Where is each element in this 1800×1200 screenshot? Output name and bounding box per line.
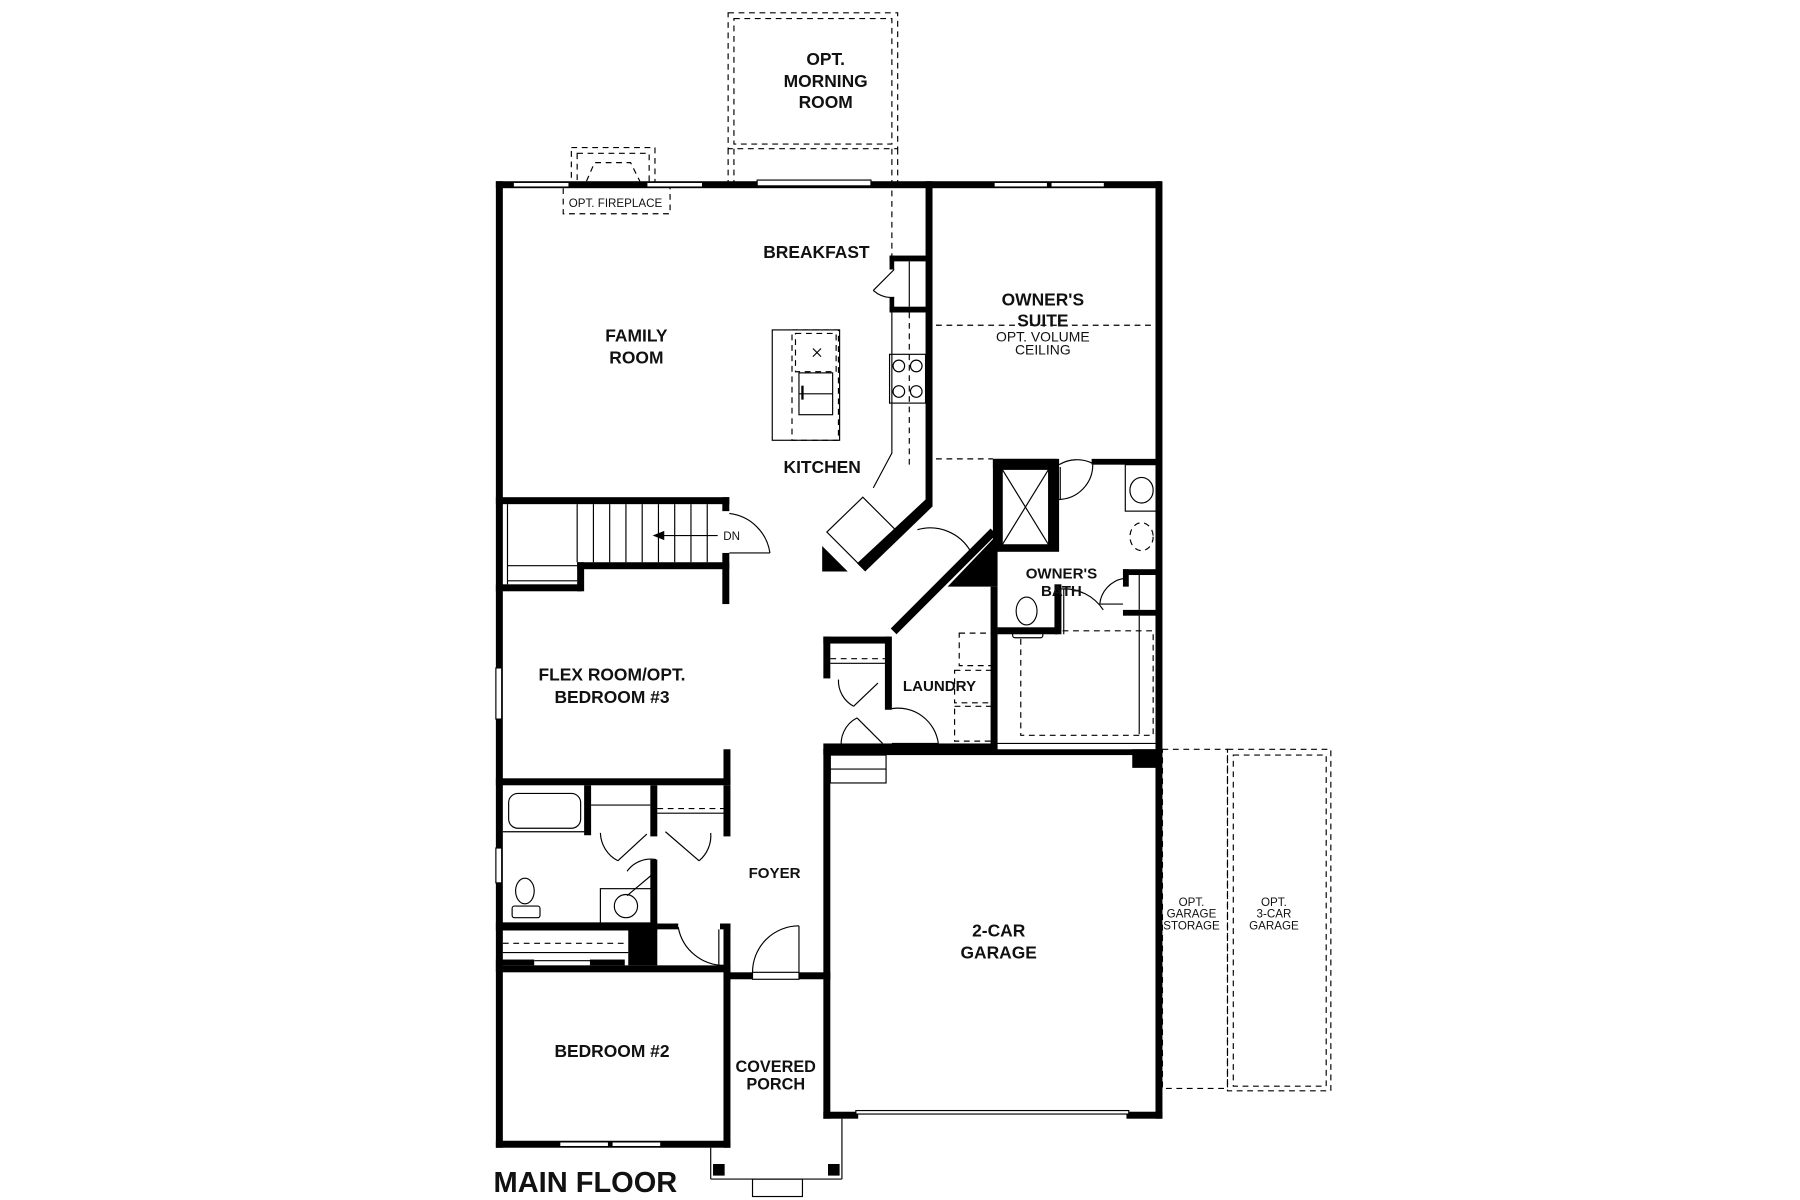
label-flex-room-2: BEDROOM #3 xyxy=(554,687,669,707)
label-owners-bath: OWNER'S xyxy=(1026,566,1097,583)
front-entry xyxy=(723,923,831,982)
stair-treads xyxy=(576,504,708,563)
staircase: DN xyxy=(495,497,771,605)
flex-room-walls xyxy=(495,749,731,786)
label-owners-suite-2: SUITE xyxy=(1017,310,1068,330)
label-morning-room-3: ROOM xyxy=(799,92,853,112)
label-garage-storage-3: STORAGE xyxy=(1163,919,1220,932)
stairs-dn-label: DN xyxy=(723,530,740,543)
label-3car-3: GARAGE xyxy=(1249,919,1299,932)
label-kitchen: KITCHEN xyxy=(784,457,861,477)
label-owners-suite: OWNER'S xyxy=(1002,290,1084,310)
label-porch: COVERED xyxy=(736,1058,817,1076)
label-garage-storage-2: GARAGE xyxy=(1167,908,1217,921)
label-garage-storage: OPT. xyxy=(1179,896,1205,909)
label-porch-2: PORCH xyxy=(746,1076,805,1094)
label-garage-2: GARAGE xyxy=(961,942,1037,962)
room-labels: OPT. MORNING ROOM OPT. FIREPLACE BREAKFA… xyxy=(494,49,1299,1199)
label-3car-2: 3-CAR xyxy=(1257,908,1292,921)
hall-bath xyxy=(495,785,731,973)
label-laundry: LAUNDRY xyxy=(903,678,976,695)
label-owners-bath-2: BATH xyxy=(1041,583,1082,600)
label-volume-ceiling: OPT. VOLUME xyxy=(996,329,1090,345)
label-breakfast: BREAKFAST xyxy=(763,242,870,262)
kitchen-island xyxy=(771,329,841,441)
label-garage: 2-CAR xyxy=(972,920,1026,940)
owners-bath xyxy=(992,458,1159,745)
plan-title: MAIN FLOOR xyxy=(494,1167,678,1199)
exterior-walls xyxy=(495,179,1163,1148)
label-volume-ceiling-2: CEILING xyxy=(1015,341,1071,357)
opt-garage-extensions xyxy=(1161,748,1332,1092)
covered-porch xyxy=(710,1118,843,1198)
label-bedroom-2: BEDROOM #2 xyxy=(554,1041,669,1061)
label-family-room-2: ROOM xyxy=(609,348,663,368)
label-morning-room: OPT. xyxy=(806,49,845,69)
label-fireplace: OPT. FIREPLACE xyxy=(569,197,663,210)
laundry-area xyxy=(823,527,998,784)
label-3car: OPT. xyxy=(1261,896,1287,909)
opt-morning-room xyxy=(727,12,899,273)
label-family-room: FAMILY xyxy=(605,326,668,346)
label-flex-room: FLEX ROOM/OPT. xyxy=(539,665,686,685)
label-morning-room-2: MORNING xyxy=(784,71,868,91)
label-foyer: FOYER xyxy=(749,865,801,882)
